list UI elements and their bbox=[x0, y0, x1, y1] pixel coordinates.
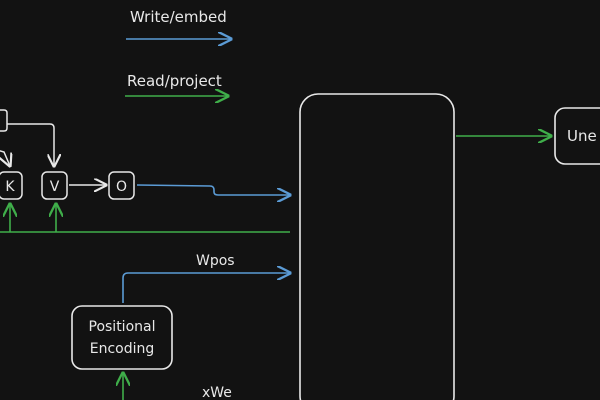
positional-encoding-label-2: Encoding bbox=[90, 341, 155, 357]
unembed-node bbox=[554, 107, 600, 165]
wpos-label: Wpos bbox=[196, 253, 235, 269]
positional-encoding-node bbox=[71, 305, 173, 370]
connector-to-v bbox=[7, 123, 54, 166]
positional-encoding-label-1: Positional bbox=[89, 319, 156, 335]
xwe-label: xWe bbox=[202, 385, 232, 400]
legend-write-label: Write/embed bbox=[130, 8, 227, 26]
v-node-label: V bbox=[50, 179, 60, 195]
connector-to-k bbox=[0, 150, 10, 166]
unembed-node-label: Une bbox=[567, 127, 597, 145]
v-node bbox=[41, 171, 68, 200]
wpos-write-arrow bbox=[122, 273, 290, 303]
o-node-label: O bbox=[116, 179, 127, 195]
k-node bbox=[0, 171, 23, 200]
o-node bbox=[108, 171, 135, 200]
o-write-arrow bbox=[136, 184, 290, 195]
legend-read-label: Read/project bbox=[127, 72, 222, 90]
residual-stream-block bbox=[299, 93, 455, 400]
k-node-label: K bbox=[5, 179, 15, 195]
offscreen-box-top bbox=[0, 109, 8, 132]
